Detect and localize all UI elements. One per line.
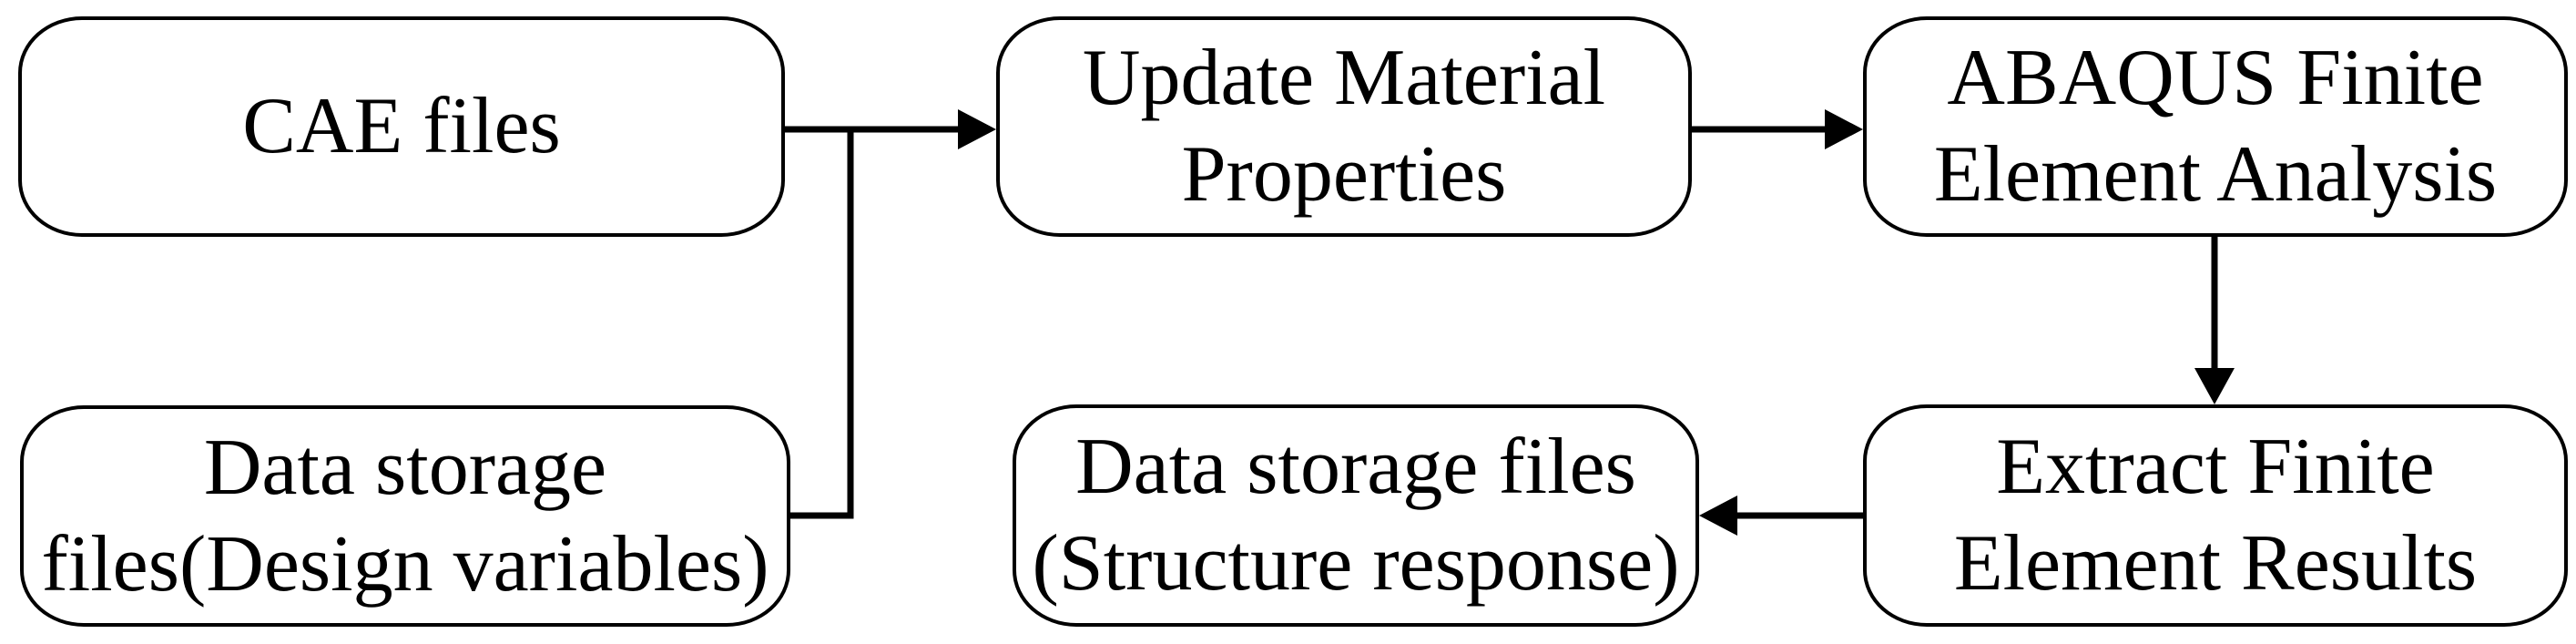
node-label-line: Extract Finite bbox=[1996, 423, 2435, 511]
node-label-line: Element Results bbox=[1953, 519, 2478, 608]
node-label-line: Update Material bbox=[1082, 34, 1606, 122]
node-label-line: ABAQUS Finite bbox=[1947, 34, 2484, 122]
arrowhead-left-icon bbox=[1699, 496, 1737, 536]
node-label-line: Data storage files bbox=[1075, 423, 1636, 511]
node-data-storage-design-variables: Data storage files(Design variables) bbox=[20, 405, 790, 627]
node-cae-files: CAE files bbox=[18, 16, 785, 237]
node-label-line: files(Design variables) bbox=[41, 519, 769, 608]
node-abaqus-finite-element-analysis: ABAQUS Finite Element Analysis bbox=[1863, 16, 2568, 237]
node-label-line: Element Analysis bbox=[1933, 130, 2498, 219]
node-label-line: CAE files bbox=[242, 82, 561, 170]
node-label-line: Properties bbox=[1181, 130, 1507, 219]
arrowhead-right-icon bbox=[958, 109, 996, 149]
node-extract-finite-element-results: Extract Finite Element Results bbox=[1863, 404, 2568, 627]
node-label-line: (Structure response) bbox=[1032, 519, 1680, 608]
node-data-storage-structure-response: Data storage files (Structure response) bbox=[1013, 404, 1699, 627]
node-label-line: Data storage bbox=[203, 423, 607, 512]
arrowhead-down-icon bbox=[2194, 368, 2235, 404]
arrowhead-right-icon bbox=[1825, 109, 1863, 149]
node-update-material-properties: Update Material Properties bbox=[996, 16, 1692, 237]
connector-design-variables-merge bbox=[790, 129, 854, 519]
